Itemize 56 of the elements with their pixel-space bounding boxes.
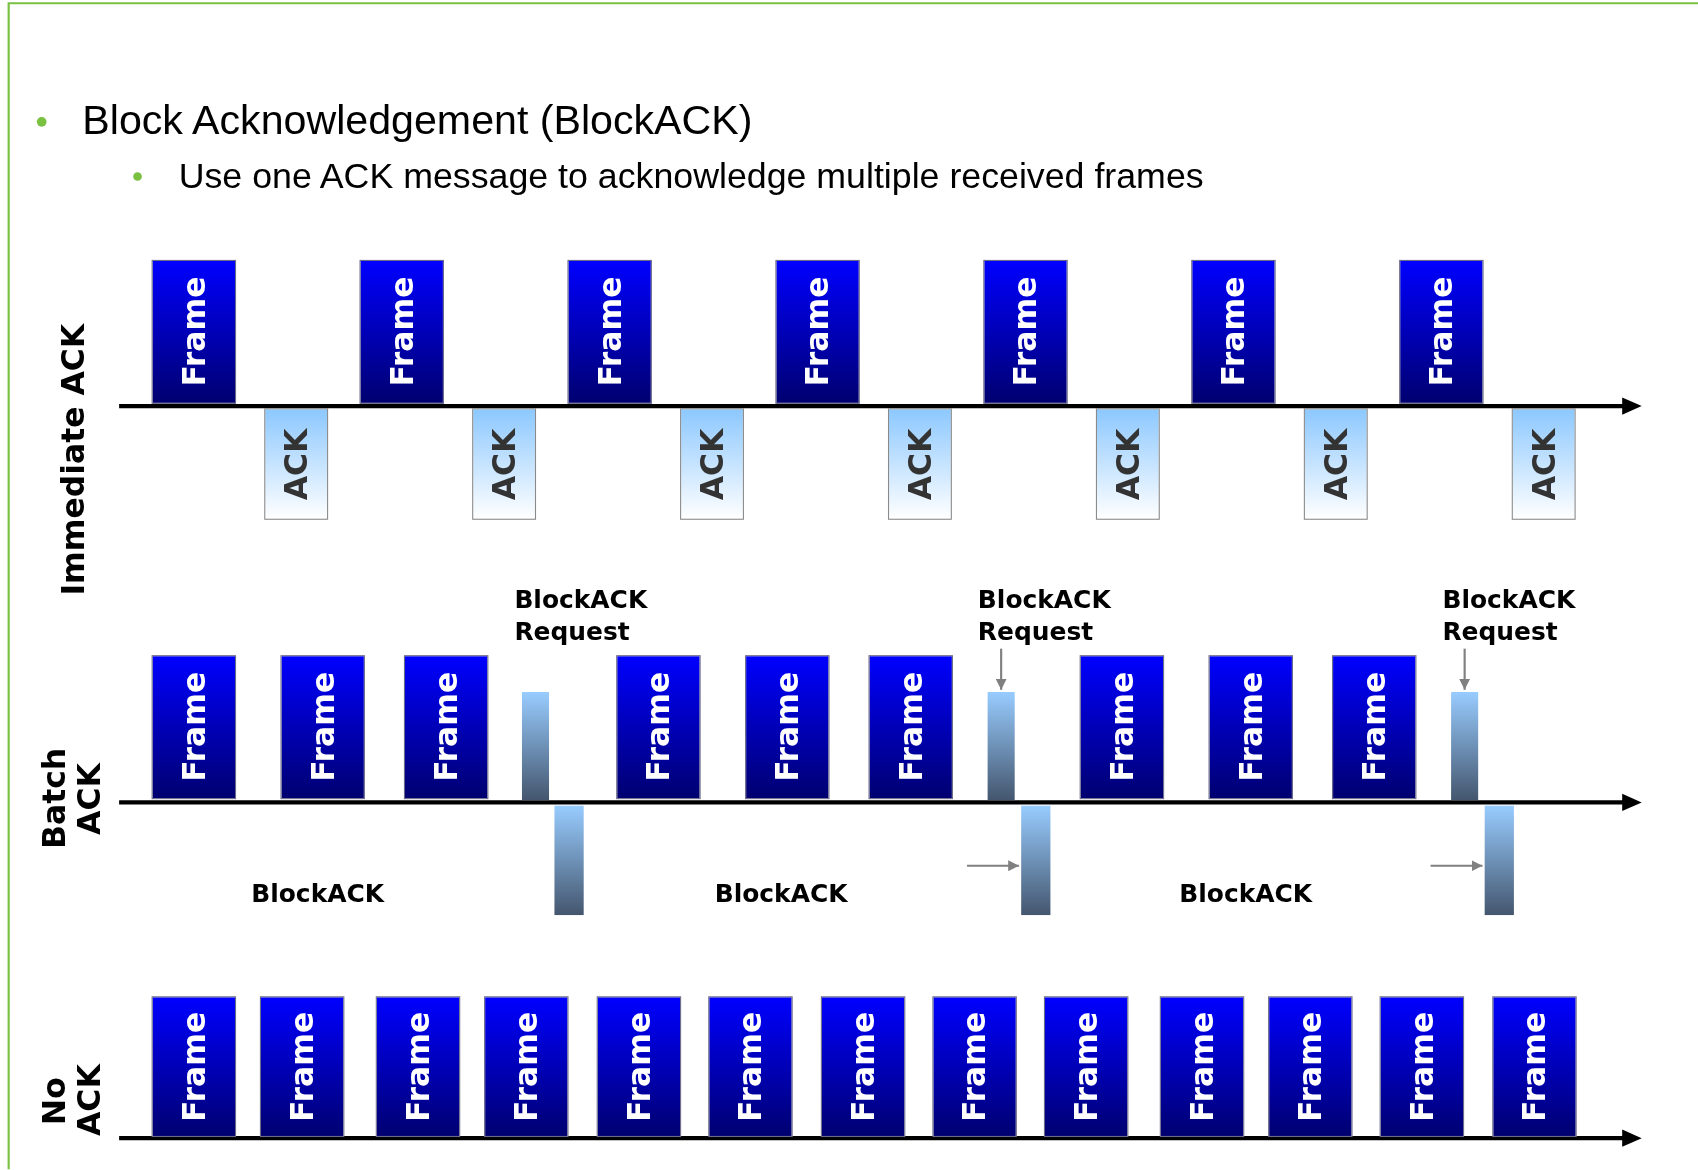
request-bar	[987, 692, 1015, 801]
frame-box: Frame	[151, 259, 237, 404]
frame-box: Frame	[484, 996, 569, 1138]
frame-box: Frame	[567, 259, 652, 404]
ack-box: ACK	[264, 408, 329, 520]
frame-box: Frame	[359, 259, 444, 404]
frame-box: Frame	[616, 655, 701, 800]
arrow	[1459, 648, 1471, 690]
frame-box: Frame	[1492, 996, 1577, 1138]
frame-box: Frame	[151, 996, 237, 1138]
request-bar	[521, 692, 550, 801]
frame-box: Frame	[1079, 655, 1165, 800]
request-label: BlockACK Request	[514, 583, 649, 648]
frame-box: Frame	[280, 655, 365, 800]
frame-box: Frame	[745, 655, 830, 800]
blockack-bar	[554, 805, 584, 916]
frame-box: Frame	[820, 996, 906, 1138]
arrow	[967, 860, 1019, 872]
ack-box: ACK	[472, 408, 537, 520]
request-bar	[1451, 692, 1479, 801]
row-label: Batch ACK	[36, 747, 109, 851]
frame-box: Frame	[932, 996, 1017, 1138]
slide-title: Block Acknowledgement (BlockACK)	[82, 97, 753, 145]
bullet-text: Use one ACK message to acknowledge multiple received frames	[178, 155, 1204, 198]
frame-box: Frame	[1268, 996, 1353, 1138]
frame-box: Frame	[1191, 259, 1276, 404]
blockack-label: BlockACK	[251, 878, 385, 910]
frame-box: Frame	[708, 996, 793, 1138]
ack-box: ACK	[1511, 408, 1576, 520]
frame-box: Frame	[1399, 259, 1484, 404]
request-label: BlockACK Request	[977, 582, 1141, 648]
ack-box: ACK	[1303, 408, 1368, 520]
ack-box: ACK	[1095, 408, 1160, 520]
frame-box: Frame	[1379, 996, 1465, 1138]
blockack-label: BlockACK	[714, 878, 848, 910]
frame-box: Frame	[983, 259, 1068, 404]
frame-box: Frame	[775, 259, 860, 404]
frame-box: Frame	[1043, 996, 1129, 1138]
frame-box: Frame	[1208, 655, 1293, 800]
frame-box: Frame	[1159, 996, 1245, 1138]
row-label: Immediate ACK	[56, 322, 94, 599]
ack-box: ACK	[680, 408, 744, 520]
frame-box: Frame	[596, 996, 682, 1138]
frame-box: Frame	[259, 996, 345, 1138]
frame-box: Frame	[1332, 655, 1417, 800]
frame-box: Frame	[403, 655, 489, 800]
frame-box: Frame	[868, 655, 953, 800]
blockack-label: BlockACK	[1179, 878, 1313, 910]
blockack-bar	[1484, 805, 1514, 916]
frame-box: Frame	[151, 655, 237, 800]
frame-box: Frame	[375, 996, 461, 1138]
blockack-bar	[1021, 805, 1051, 916]
arrow	[995, 648, 1007, 690]
ack-box: ACK	[888, 408, 952, 520]
request-label: BlockACK Request	[1442, 582, 1605, 648]
arrow	[1430, 860, 1483, 872]
